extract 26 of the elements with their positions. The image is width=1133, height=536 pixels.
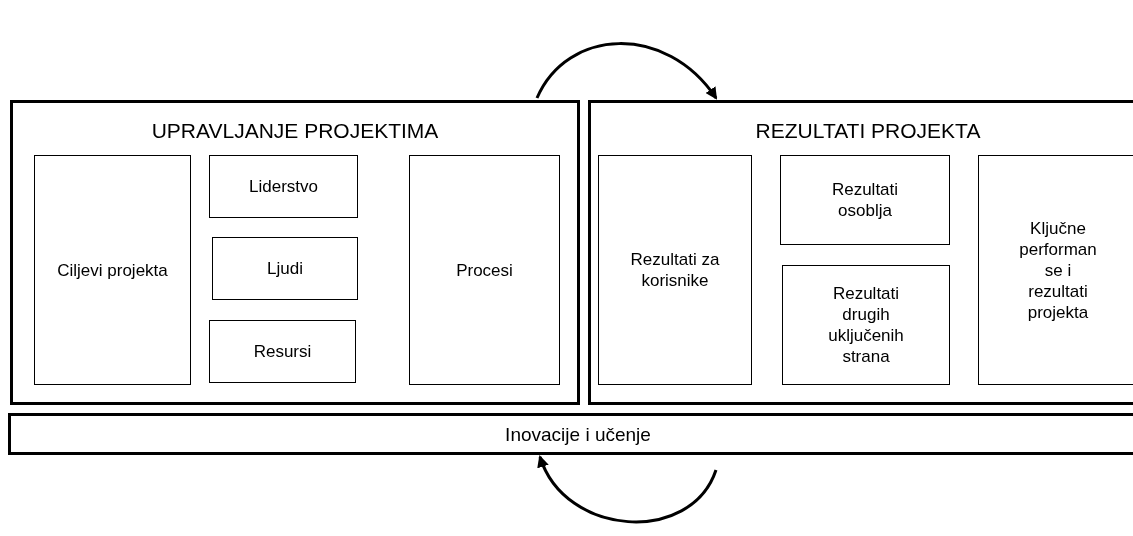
box-label: Resursi: [253, 341, 312, 362]
process-box: [782, 265, 950, 385]
box-label: Ključne performan se i rezultati projekta: [1018, 217, 1098, 323]
box-label: Rezultati za korisnike: [629, 249, 721, 291]
curved-arrow: [535, 42, 718, 100]
process-box: [209, 155, 358, 218]
box-label: Rezultati drugih uključenih strana: [827, 283, 905, 367]
process-box: [212, 237, 358, 300]
process-box: [209, 320, 356, 383]
group-title: REZULTATI PROJEKTA: [754, 119, 982, 143]
group-title: UPRAVLJANJE PROJEKTIMA: [150, 119, 440, 143]
band-box: [8, 413, 1133, 455]
group-box: [10, 100, 580, 405]
group-box: [588, 100, 1133, 405]
box-label: Ljudi: [267, 258, 303, 279]
process-box: [34, 155, 191, 385]
process-box: [409, 155, 560, 385]
box-label: Liderstvo: [249, 176, 318, 197]
box-label: Rezultati osoblja: [830, 179, 900, 221]
process-box: [598, 155, 752, 385]
curved-arrow: [538, 455, 718, 524]
process-box: [978, 155, 1133, 385]
box-label: Ciljevi projekta: [56, 259, 169, 281]
box-label: Inovacije i učenje: [505, 423, 651, 445]
box-label: Procesi: [456, 259, 513, 281]
process-box: [780, 155, 950, 245]
